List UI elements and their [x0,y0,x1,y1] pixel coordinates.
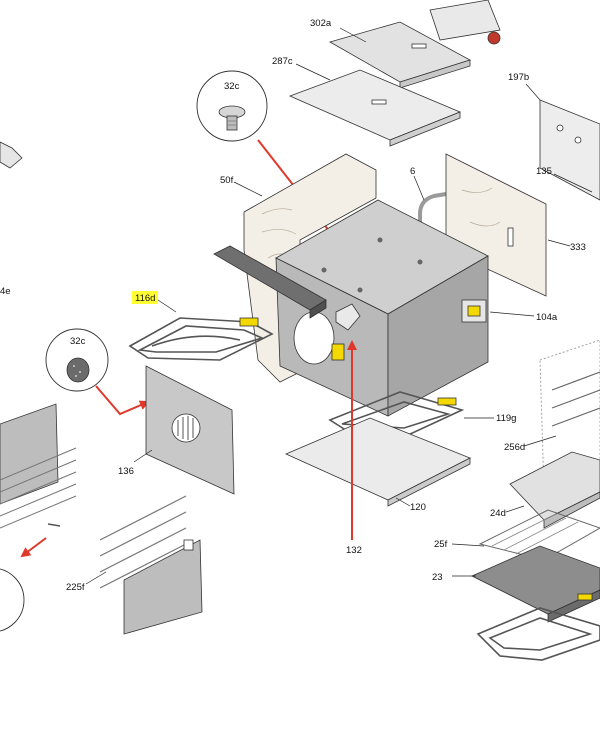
part-135: 135 [536,166,593,193]
label-302a: 302a [310,18,332,29]
label-120: 120 [410,502,426,513]
label-6: 6 [410,166,415,177]
label-136: 136 [118,466,134,477]
label-333: 333 [570,242,586,253]
leader-6 [413,175,425,201]
label-25f: 25f [434,539,448,550]
label-197b: 197b [508,72,529,83]
label-132: 132 [346,545,362,556]
label-287c: 287c [272,56,293,67]
leader-135 [553,173,593,193]
part-top-left-tray: 4e [0,141,23,297]
label-225f: 225f [66,582,85,593]
part-6-tube: 6 [410,166,447,248]
part-left-rack-assembly [0,403,77,632]
part-23-bottom-pan: 23 [432,545,600,623]
leader-333 [547,239,571,247]
part-256d-rack-frame: 256d [504,339,600,491]
label-32c-left: 32c [70,336,86,347]
label-24d: 24d [490,508,506,519]
part-302a-top-cover: 302a [310,18,472,89]
leader-50f [233,181,263,197]
arrow-32c-left [95,385,150,416]
leader-116d [157,299,177,313]
part-116d-heating-element: 116d [128,291,274,361]
label-116d: 116d [135,293,155,304]
leader-302a [339,27,367,43]
label-135: 135 [536,166,552,177]
callout-132: 132 [346,340,362,556]
leader-24d [505,505,525,513]
leader-256d [523,435,557,447]
label-4e: 4e [0,286,11,297]
leader-136 [133,449,153,463]
label-50f: 50f [220,175,234,186]
part-120-bottom-cover: 120 [285,417,471,513]
label-32c-top: 32c [224,81,240,92]
label-119g: 119g [496,413,516,424]
part-top-right-fan-motor [429,0,501,45]
label-256d: 256d [504,442,525,453]
arrow-left-bottom [20,537,47,558]
label-104a: 104a [536,312,558,323]
label-23: 23 [432,572,443,583]
part-element-bar [213,245,327,319]
highlight-116d [132,291,158,304]
part-197b-bracket: 197b [508,72,600,201]
part-25f-rack: 25f [434,509,600,561]
leader-104a [489,311,535,317]
part-225f-side-rack: 225f [66,495,203,635]
leader-120 [395,497,411,507]
leader-287c [295,63,331,81]
part-50f-insulation: 50f [220,153,377,383]
part-104a: 104a [461,299,558,323]
part-24d-tray: 24d [490,451,600,529]
part-bottom-element [476,607,600,661]
leader-25f [451,543,485,547]
inset-left-cropped [0,568,25,632]
inset-32c-left: 32c [45,328,150,416]
leader-225f [85,571,107,585]
part-136-fan-cover: 136 [118,365,235,495]
part-287c-panel: 287c [272,56,462,147]
leader-197b [525,83,541,101]
